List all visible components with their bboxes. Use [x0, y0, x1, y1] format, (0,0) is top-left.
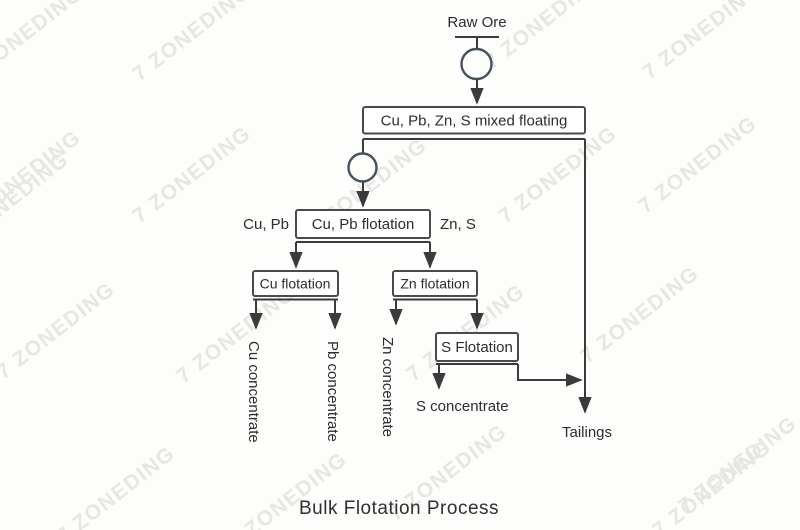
cupb-flotation-label: Cu, Pb flotation	[312, 216, 415, 233]
process-box-mixed-flotation	[362, 106, 586, 135]
watermark-text: 7 ZONEDING	[0, 0, 88, 88]
diagram-labels: Raw Ore Cu, Pb, Zn, S mixed floating Cu,…	[243, 14, 612, 519]
process-box-zn-flotation	[392, 270, 478, 297]
watermark-text: 7 ZONEDING	[576, 262, 703, 368]
pb-concentrate-label: Pb concentrate	[324, 341, 341, 442]
process-box-cu-flotation	[252, 270, 339, 297]
stream-label-zns: Zn, S	[440, 216, 476, 233]
watermark-text: 7 ZONEDING	[480, 0, 607, 74]
s-concentrate-label: S concentrate	[416, 398, 509, 415]
watermark-text: 7 ZONEDING	[634, 112, 761, 218]
watermark-text: 7 ZONEDING	[52, 442, 179, 530]
feed-label: Raw Ore	[447, 14, 506, 31]
watermark-text: 7 ZONEDING	[128, 0, 255, 86]
diagram-caption: Bulk Flotation Process	[299, 498, 499, 519]
process-box-cupb-flotation	[295, 209, 431, 239]
watermark-text: 7 ZONEDING	[494, 122, 621, 228]
watermark-text: 7 ZONEDING	[0, 278, 120, 384]
s-tailings-connector	[517, 364, 583, 387]
connector-lines	[249, 36, 592, 414]
zn-flotation-label: Zn flotation	[400, 276, 469, 292]
process-boxes	[252, 106, 586, 362]
zn-concentrate-label: Zn concentrate	[379, 337, 396, 437]
watermark-text: 7 ZONEDING	[674, 412, 800, 518]
cu-flotation-label: Cu flotation	[260, 276, 331, 292]
mixed-flotation-label: Cu, Pb, Zn, S mixed floating	[381, 113, 568, 130]
cu-concentrate-label: Cu concentrate	[245, 341, 262, 443]
s-flotation-label: S Flotation	[441, 339, 513, 356]
watermark-text: 7 ZONEDING	[128, 122, 255, 228]
tailings-label: Tailings	[562, 424, 612, 441]
process-box-s-flotation	[435, 332, 519, 362]
watermark-text: 7 ZONEDING	[638, 0, 765, 84]
conditioner-circle-mid	[347, 152, 378, 183]
conditioner-circle-top	[460, 47, 493, 81]
watermark-text: 7 ZONEDING	[172, 282, 299, 388]
stream-label-cupb: Cu, Pb	[243, 216, 289, 233]
